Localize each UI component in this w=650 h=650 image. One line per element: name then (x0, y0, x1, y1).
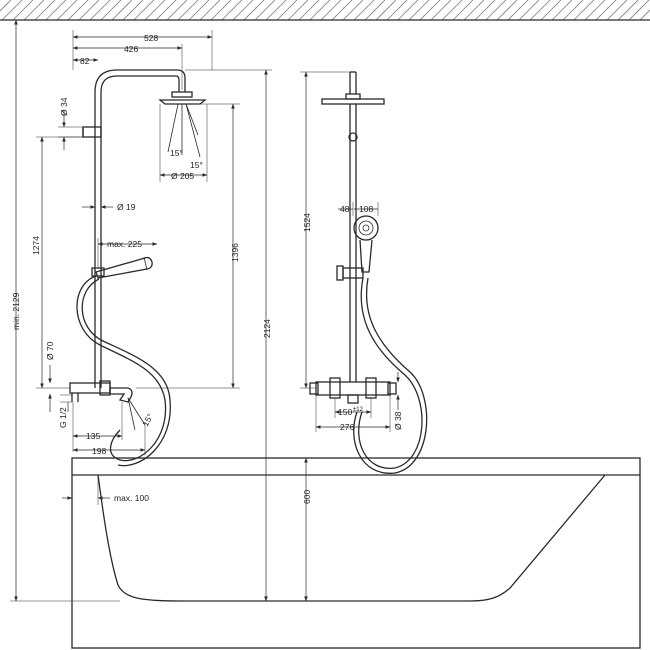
hatch-line (100, 0, 122, 21)
hatch-line (408, 0, 430, 21)
hatch-line (430, 0, 452, 21)
hatch-line (628, 0, 650, 21)
label-spout-angle: 15° (140, 412, 155, 428)
label-head-offset: 426 (124, 44, 138, 54)
hatch-line (353, 0, 375, 21)
hatch-line (364, 0, 386, 21)
hatch-line (188, 0, 210, 21)
hatch-line (265, 0, 287, 21)
label-head-diameter: Ø 205 (171, 171, 194, 181)
label-head-angle-left: 15° (170, 148, 183, 158)
hatch-line (540, 0, 562, 21)
hatch-line (1, 0, 23, 21)
hatch-line (45, 0, 67, 21)
hatch-line (34, 0, 56, 21)
label-mixer-width: 276 (340, 422, 354, 432)
hatch-line (122, 0, 144, 21)
hatch-line (419, 0, 441, 21)
hatch-line (441, 0, 463, 21)
hatch-line (309, 0, 331, 21)
label-spout-reach: 198 (92, 446, 106, 456)
side-view-shower (69, 69, 207, 467)
hatch-line (276, 0, 298, 21)
hatch-line (89, 0, 111, 21)
hatch-line (243, 0, 265, 21)
hatch-line (254, 0, 276, 21)
hatch-line (463, 0, 485, 21)
hatch-line (573, 0, 595, 21)
hatch-line (12, 0, 34, 21)
side-view-labels: 528 426 82 Ø 34 15° 15° Ø 205 Ø 19 max. … (11, 33, 272, 503)
ceiling (0, 0, 650, 21)
hatch-line (452, 0, 474, 21)
side-view-dimensions (10, 19, 272, 602)
hatch-line (496, 0, 518, 21)
hatch-line (562, 0, 584, 21)
label-min-height: min. 2129 (11, 292, 21, 330)
hatch-line (111, 0, 133, 21)
label-tub-clearance: max. 100 (114, 493, 149, 503)
hatch-line (155, 0, 177, 21)
hatch-line (375, 0, 397, 21)
label-column-height: 1524 (302, 213, 312, 232)
label-hand-shower-diameter: 108 (359, 204, 373, 214)
hatch-line (199, 0, 221, 21)
hatch-line (529, 0, 551, 21)
label-holder-distance: 48 (340, 204, 350, 214)
hatch-line (56, 0, 78, 21)
front-view-dimensions (296, 71, 400, 602)
front-view-shower (309, 71, 428, 474)
hatch-line (342, 0, 364, 21)
label-head-angle-right: 15° (190, 160, 203, 170)
hatch-line (287, 0, 309, 21)
label-outlet-diameter: Ø 38 (393, 411, 403, 430)
hatch-line (507, 0, 529, 21)
hatch-line (232, 0, 254, 21)
hatch-line (133, 0, 155, 21)
hatch-line (298, 0, 320, 21)
label-spout-length: 135 (86, 431, 100, 441)
label-pipe-height: 1396 (230, 243, 240, 262)
hatch-line (0, 0, 12, 12)
hatch-line (23, 0, 45, 21)
hatch-line (606, 0, 628, 21)
hatch-line (474, 0, 496, 21)
hatch-line (485, 0, 507, 21)
label-mixer-diameter: Ø 70 (45, 341, 55, 360)
hatch-line (144, 0, 166, 21)
label-rail-diameter: Ø 19 (117, 202, 136, 212)
hatch-line (78, 0, 100, 21)
hatch-line (177, 0, 199, 21)
bathtub (71, 457, 641, 649)
hatch-line (210, 0, 232, 21)
label-rail-height: 1274 (31, 236, 41, 255)
hatch-line (518, 0, 540, 21)
label-total-width: 528 (144, 33, 158, 43)
hatch-line (166, 0, 188, 21)
hatch-line (221, 0, 243, 21)
hatch-line (397, 0, 419, 21)
label-hand-shower-reach: max. 225 (107, 239, 142, 249)
label-mixer-spacing-tolerance: ±12 (353, 407, 364, 413)
hatch-line (617, 0, 639, 21)
hatch-line (67, 0, 89, 21)
label-pipe-diameter: Ø 34 (59, 97, 69, 116)
hatch-line (331, 0, 353, 21)
hatch-line (584, 0, 606, 21)
ceiling-hatch (0, 0, 650, 21)
label-mixer-spacing: 150 (338, 407, 352, 417)
front-view-labels: 1524 48 108 Ø 38 150 ±12 276 600 (302, 204, 403, 504)
hatch-line (595, 0, 617, 21)
hatch-line (386, 0, 408, 21)
hatch-line (551, 0, 573, 21)
label-thread: G 1/2 (58, 407, 68, 428)
hatch-line (639, 9, 650, 21)
label-total-height: 2124 (262, 319, 272, 338)
label-wall-offset: 82 (80, 56, 90, 66)
label-tub-height: 600 (302, 490, 312, 504)
hatch-line (320, 0, 342, 21)
